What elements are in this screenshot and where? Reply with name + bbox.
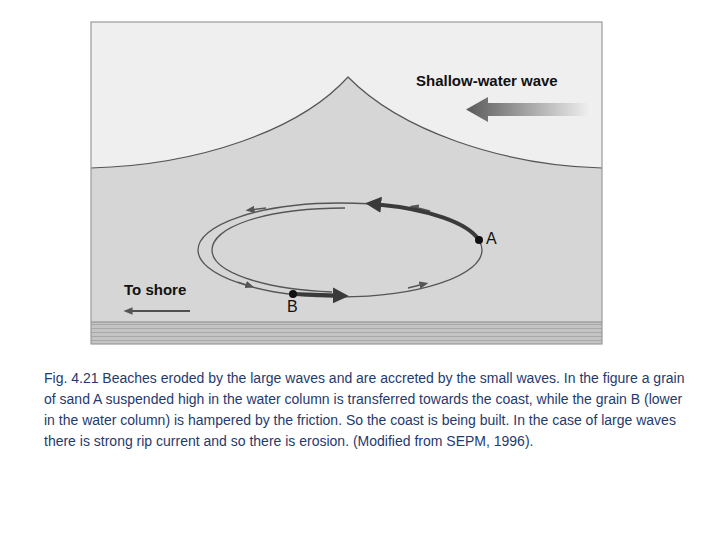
wave-surface (91, 77, 602, 168)
wave-direction-arrow (466, 97, 592, 122)
water-body (91, 77, 602, 322)
grain-a-motion (378, 205, 479, 241)
orbit-direction-head (408, 284, 424, 288)
sea-bed (91, 322, 602, 344)
direction-label: To shore (124, 281, 186, 298)
orbit-path (198, 203, 482, 297)
grain-a-dot (475, 236, 483, 244)
point-label: A (486, 230, 497, 248)
sea-bed-edge (91, 322, 602, 323)
orbit-direction-head (238, 282, 250, 286)
figure-caption: Fig. 4.21 Beaches eroded by the large wa… (44, 368, 694, 452)
orbit-direction-head (250, 208, 266, 210)
point-label: B (287, 298, 298, 316)
shore-direction-arrow (128, 310, 190, 311)
sky-ground (91, 22, 602, 344)
grain-b-motion (293, 294, 336, 296)
panel-frame (91, 22, 602, 344)
grain-b-dot (289, 290, 297, 298)
wave-label: Shallow-water wave (416, 72, 558, 89)
orbit-inner-loop (212, 208, 345, 292)
